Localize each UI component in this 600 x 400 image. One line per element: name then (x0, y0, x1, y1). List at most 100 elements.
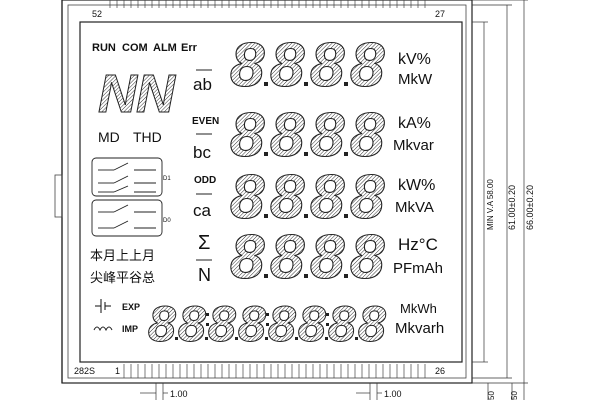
label-thd: THD (133, 129, 162, 145)
decimal-point (344, 152, 348, 156)
big-digit: 8 (350, 163, 385, 232)
big-digit: 8 (270, 223, 305, 292)
part-number: 282S (74, 366, 95, 376)
label-exp: EXP (122, 302, 140, 312)
long-digit: 8 (178, 296, 206, 352)
switch-symbols-d1 (91, 157, 163, 197)
label-md: MD (98, 129, 120, 145)
long-digit: 8 (268, 296, 296, 352)
label-cn-row1: 本月上上月 (90, 249, 155, 264)
unit-r4-top: Hz°C (398, 235, 438, 254)
wave-icon (93, 326, 113, 332)
decimal-point (304, 214, 308, 218)
phase-ca: ca (193, 201, 212, 220)
dim-bottom-1: 50 (487, 391, 496, 400)
decimal-point (325, 337, 328, 340)
long-digit: 8 (358, 296, 386, 352)
dim-outer-height: 66.00±0.20 (525, 185, 535, 230)
decimal-point (344, 82, 348, 86)
big-digit: 8 (230, 101, 265, 170)
decimal-point (235, 337, 238, 340)
dim-inner-height: 61.00±0.20 (507, 185, 517, 230)
decimal-point (264, 152, 268, 156)
bottom-pin-row: 282S 1 26 (74, 364, 445, 378)
colon-dot (266, 323, 269, 326)
label-sigma: Σ (198, 232, 210, 254)
phase-labels: ab EVEN bc ODD ca Σ N (192, 69, 219, 285)
decimal-point (304, 274, 308, 278)
status-alm: ALM (153, 42, 177, 54)
long-digit: 8 (148, 296, 176, 352)
decimal-point (344, 274, 348, 278)
status-run: RUN (92, 42, 116, 54)
colon-dot (266, 313, 269, 316)
unit-r4-bottom: PFmAh (393, 260, 443, 277)
label-odd: ODD (194, 175, 216, 186)
top-pin-row: 52 27 (92, 0, 445, 19)
dim-view-area: MIN V.A 58.00 (486, 179, 495, 230)
long-digit: 8 (238, 296, 266, 352)
decimal-point (355, 337, 358, 340)
big-digit: 8 (310, 163, 345, 232)
dimension-lines (472, 0, 528, 400)
unit-r1-top: kV% (398, 51, 431, 68)
label-even: EVEN (192, 116, 219, 127)
decimal-point (264, 274, 268, 278)
long-digit: 8 (328, 296, 356, 352)
colon-dot (206, 313, 209, 316)
long-digit: 8 (208, 296, 236, 352)
big-digit: 8 (230, 223, 265, 292)
big-digit: 8 (350, 101, 385, 170)
alpha-segments: N N (98, 64, 177, 125)
phase-bc: bc (193, 143, 211, 162)
decimal-point (264, 214, 268, 218)
decimal-point (175, 337, 178, 340)
big-digit: 8 (350, 223, 385, 292)
dim-bottom-2: 50 (510, 391, 519, 400)
alpha-segment-1: N (98, 64, 138, 124)
status-com: COM (122, 42, 148, 54)
dim-width-2: 1.00 (384, 389, 402, 399)
unit-r2-bottom: Mkvar (393, 137, 434, 154)
battery-icon (95, 299, 111, 313)
label-n: N (198, 265, 211, 285)
big-digit: 8 (310, 223, 345, 292)
label-d1: D1 (163, 176, 171, 182)
decimal-point (304, 82, 308, 86)
label-imp: IMP (122, 324, 138, 334)
big-digit: 8 (350, 31, 385, 100)
long-digit: 8 (298, 296, 326, 352)
big-digit: 8 (230, 163, 265, 232)
status-err: Err (181, 42, 198, 54)
big-digit: 8 (270, 163, 305, 232)
pin-label-bottom-right: 26 (435, 366, 445, 376)
label-cn-row2: 尖峰平谷总 (90, 271, 155, 286)
big-digit: 8 (310, 101, 345, 170)
decimal-point (205, 337, 208, 340)
lcd-frame (54, 0, 473, 384)
bottom-left-symbols: EXP IMP (93, 299, 140, 334)
pin-label-top-left: 52 (92, 9, 102, 19)
phase-ab: ab (193, 75, 212, 94)
colon-dot (206, 323, 209, 326)
big-digit: 8 (230, 31, 265, 100)
big-digit: 8 (310, 31, 345, 100)
big-digit: 8 (270, 31, 305, 100)
status-labels: RUN COM ALM Err (92, 42, 198, 54)
unit-r3-bottom: MkVA (395, 199, 434, 216)
decimal-point (264, 82, 268, 86)
colon-dot (326, 323, 329, 326)
decimal-point (295, 337, 298, 340)
unit-r1-bottom: MkW (398, 71, 433, 88)
switch-symbols-d0 (91, 199, 163, 237)
colon-dot (326, 313, 329, 316)
pin-label-top-right: 27 (435, 9, 445, 19)
decimal-point (344, 214, 348, 218)
unit-r3-top: kW% (398, 177, 435, 194)
decimal-point (304, 152, 308, 156)
decimal-point (265, 337, 268, 340)
label-d0: D0 (163, 218, 171, 224)
